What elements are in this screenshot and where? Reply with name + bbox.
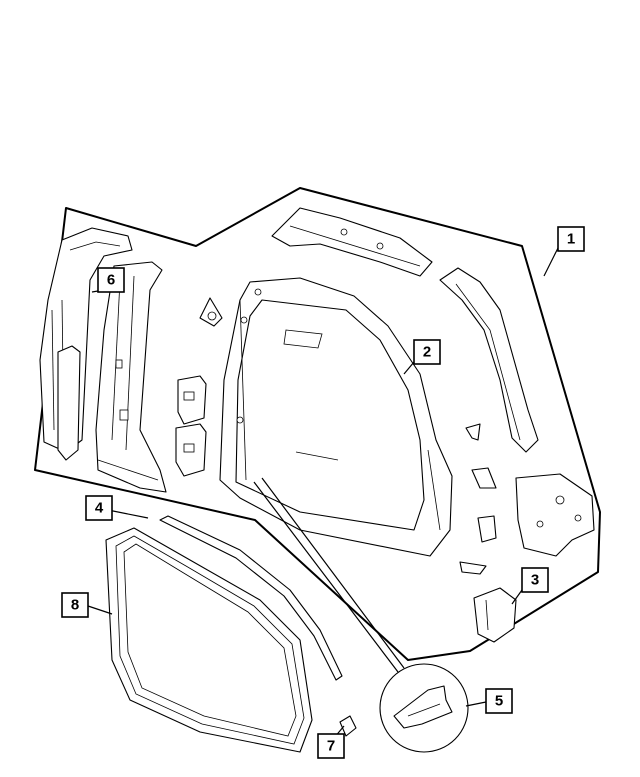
part-8-door-seal (105, 527, 313, 753)
part-4-weatherstrip (159, 515, 343, 681)
assembly-outline (34, 187, 601, 661)
callout-1-label: 1 (567, 231, 575, 248)
leader-4 (107, 509, 149, 519)
leader-8 (87, 605, 113, 615)
leader-5 (465, 701, 487, 707)
part-1-quarter-inner (515, 473, 595, 557)
part-2-aperture-panel (219, 277, 453, 557)
leader-2 (403, 361, 415, 375)
callout-6-label: 6 (107, 272, 115, 289)
callout-8: 8 (61, 592, 89, 618)
leader-detail-5b (261, 477, 405, 669)
small-bracket (199, 297, 223, 327)
hinge-reinforcement (175, 375, 207, 477)
part-6-pillar (39, 227, 167, 493)
part-1-roof-rail (271, 207, 539, 453)
callout-7: 7 (317, 733, 345, 759)
callout-5: 5 (485, 688, 513, 714)
leader-3 (511, 589, 523, 605)
callout-4-label: 4 (95, 500, 104, 517)
callout-4: 4 (85, 495, 113, 521)
callout-3-label: 3 (531, 572, 539, 589)
callout-1: 1 (557, 226, 585, 252)
callout-3: 3 (521, 567, 549, 593)
callout-2-label: 2 (423, 344, 431, 361)
callout-7-label: 7 (327, 738, 335, 755)
clips-brackets (459, 423, 497, 575)
callout-2: 2 (413, 339, 441, 365)
callout-6: 6 (97, 267, 125, 293)
callout-5-label: 5 (495, 693, 503, 710)
leader-detail-5 (253, 481, 399, 673)
callout-8-label: 8 (71, 597, 79, 614)
part-7-clip (339, 715, 357, 737)
part-5-detail (379, 663, 469, 753)
part-3-bracket (473, 587, 517, 643)
leader-1 (543, 247, 559, 277)
